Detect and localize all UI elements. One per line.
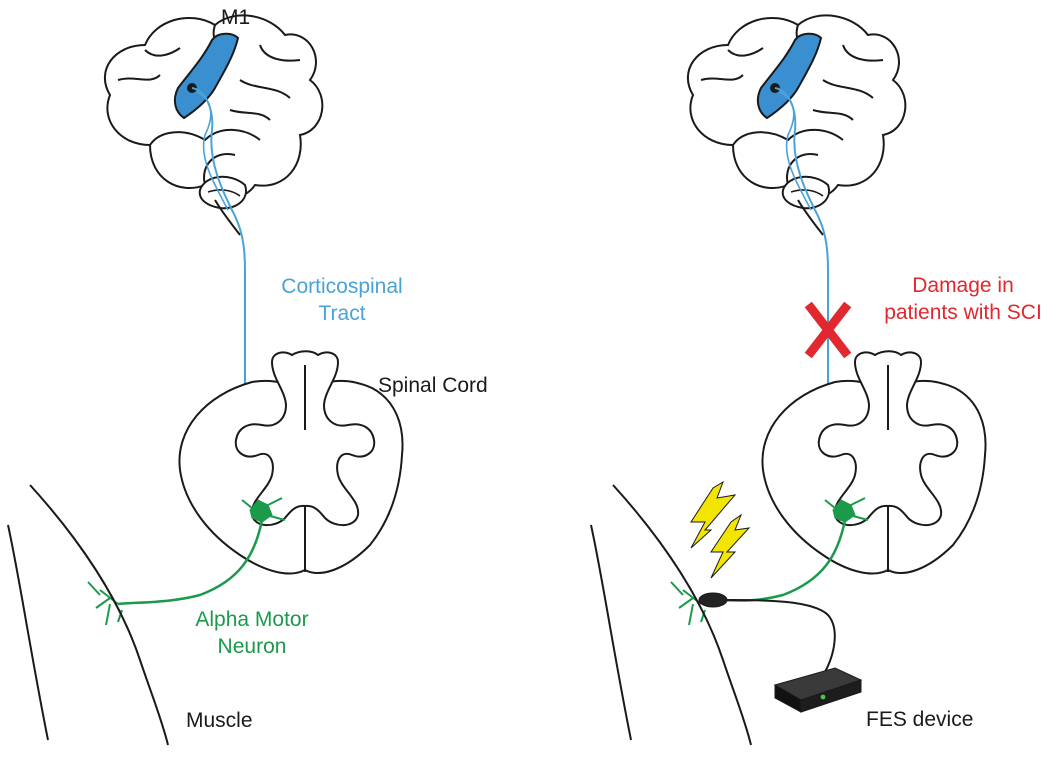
m1-label: M1 (221, 4, 250, 31)
electrode-icon (699, 593, 727, 607)
fes-led (821, 695, 826, 700)
muscle-outline-right-inner (591, 525, 631, 740)
lightning-bolt-icon (691, 482, 749, 578)
alpha-label-line2: Neuron (172, 633, 332, 660)
right-panel (591, 15, 986, 745)
stimulator-box-icon (775, 668, 861, 712)
damage-label-line2: patients with SCI (868, 299, 1058, 326)
corticospinal-label-line2: Tract (262, 300, 422, 327)
fes-device-label: FES device (866, 706, 973, 733)
damage-label-line1: Damage in (868, 272, 1058, 299)
damage-label: Damage in patients with SCI (868, 272, 1058, 326)
muscle-label: Muscle (186, 707, 253, 734)
muscle-outline-left-inner (8, 525, 48, 740)
corticospinal-label-line1: Corticospinal (262, 273, 422, 300)
alpha-label-line1: Alpha Motor (172, 606, 332, 633)
muscle-outline-left-outer (30, 485, 168, 745)
spinal-cord-right (762, 351, 985, 573)
alpha-motor-neuron-label: Alpha Motor Neuron (172, 606, 332, 660)
fes-cable (727, 600, 835, 675)
spinal-cord-left (179, 351, 402, 573)
corticospinal-label: Corticospinal Tract (262, 273, 422, 327)
spinal-cord-label: Spinal Cord (378, 372, 488, 399)
